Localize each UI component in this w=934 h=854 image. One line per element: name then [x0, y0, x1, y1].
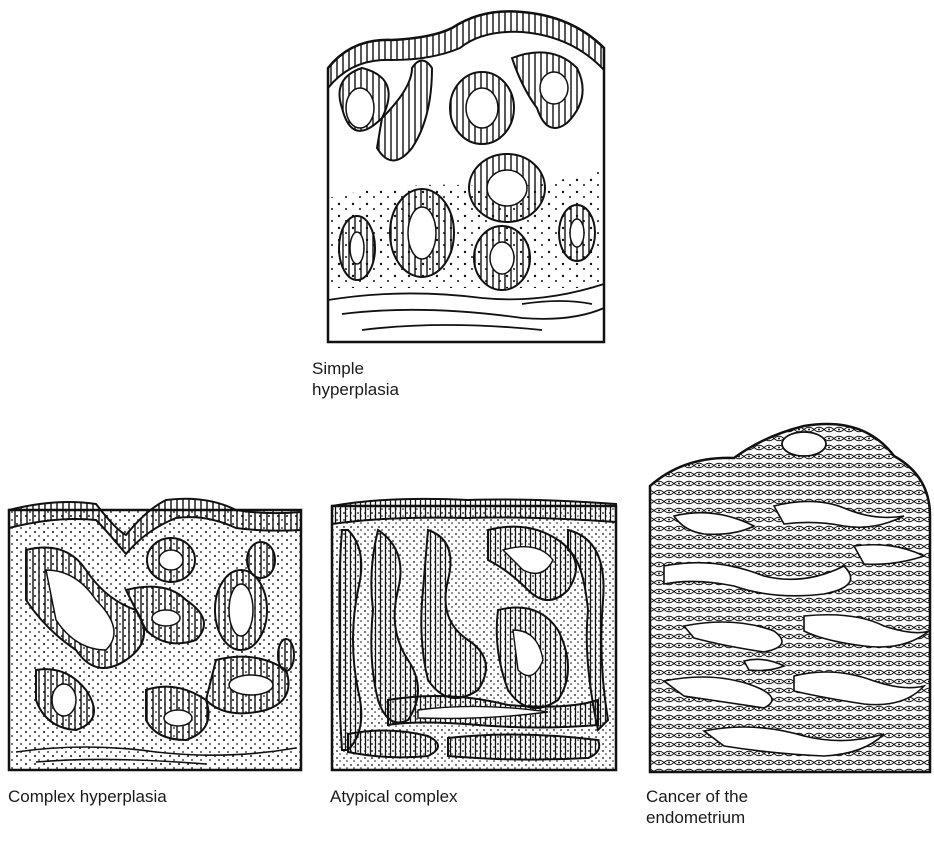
panel-simple-hyperplasia: [322, 8, 612, 348]
caption-endometrial-cancer: Cancer of the endometrium: [646, 786, 748, 828]
caption-complex-hyperplasia: Complex hyperplasia: [8, 786, 167, 807]
endometrial-cancer-illustration: [644, 416, 934, 774]
panel-atypical-complex: [328, 490, 620, 772]
caption-simple-hyperplasia: Simple hyperplasia: [312, 358, 399, 400]
atypical-complex-illustration: [328, 490, 620, 772]
caption-atypical-complex: Atypical complex: [330, 786, 458, 807]
complex-hyperplasia-illustration: [6, 490, 306, 772]
simple-hyperplasia-illustration: [322, 8, 612, 348]
panel-endometrial-cancer: [644, 416, 934, 774]
panel-complex-hyperplasia: [6, 490, 306, 772]
